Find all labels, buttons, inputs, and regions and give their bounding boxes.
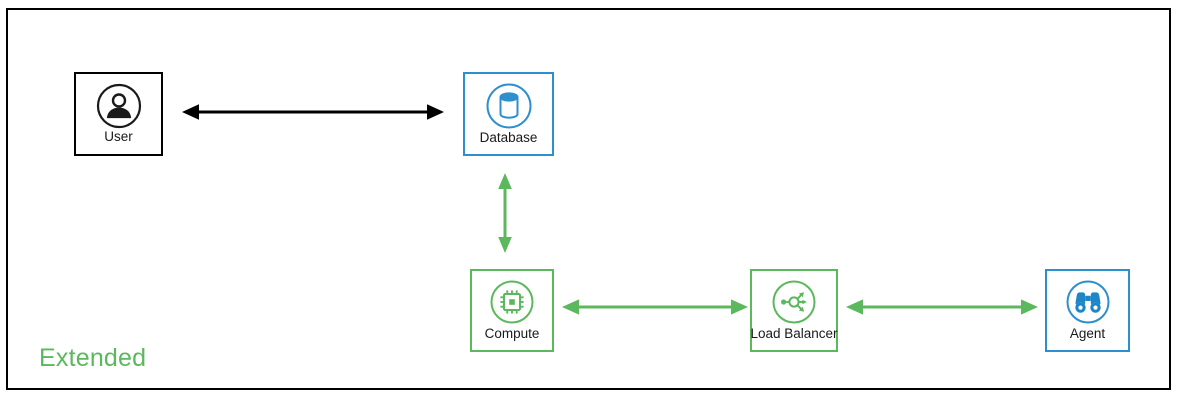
node-user[interactable]: User	[74, 72, 163, 156]
node-compute-label: Compute	[484, 326, 540, 341]
connector-compute-loadbalancer	[558, 293, 752, 321]
database-icon	[465, 81, 552, 131]
node-user-label: User	[104, 129, 133, 144]
node-compute[interactable]: Compute	[470, 269, 554, 352]
connector-loadbalancer-agent	[842, 293, 1042, 321]
node-database-label-wrap: Database	[480, 129, 538, 147]
node-loadbalancer[interactable]: Load Balancer	[750, 269, 838, 352]
cpu-chip-icon	[472, 278, 552, 326]
node-compute-label-wrap: Compute	[485, 325, 540, 343]
binoculars-icon	[1047, 278, 1128, 326]
diagram-caption: Extended	[39, 344, 147, 372]
connector-database-compute	[490, 170, 520, 256]
user-icon	[76, 82, 161, 130]
node-agent-label: Agent	[1069, 326, 1106, 341]
node-agent[interactable]: Agent	[1045, 269, 1130, 352]
load-balancer-icon	[752, 278, 836, 326]
node-user-label-wrap: User	[104, 128, 133, 146]
node-loadbalancer-label-wrap: Load Balancer	[750, 325, 837, 343]
node-database-label: Database	[479, 130, 538, 145]
node-database[interactable]: Database	[463, 72, 554, 156]
diagram-frame: User Database	[6, 8, 1171, 390]
node-loadbalancer-label: Load Balancer	[750, 326, 838, 341]
node-agent-label-wrap: Agent	[1070, 325, 1105, 343]
connector-user-database	[178, 98, 448, 126]
